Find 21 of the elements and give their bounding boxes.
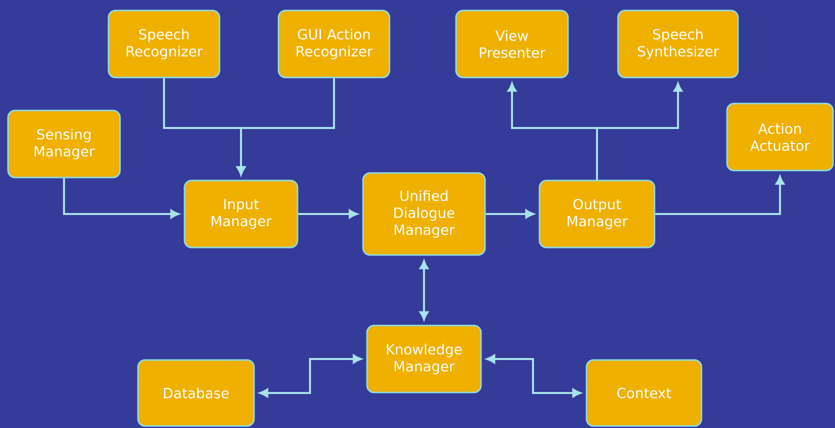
arrow: [486, 354, 582, 398]
arrow: [63, 178, 180, 218]
process-box: Speech Synthesizer: [617, 10, 739, 78]
process-box: View Presenter: [455, 10, 569, 78]
process-box: Unified Dialogue Manager: [362, 172, 486, 256]
arrow: [596, 82, 682, 180]
process-box: Input Manager: [184, 180, 298, 248]
process-box: Knowledge Manager: [366, 324, 482, 394]
process-box: Speech Recognizer: [108, 10, 220, 78]
arrow: [486, 210, 534, 218]
arrow: [259, 354, 362, 398]
process-box: Output Manager: [538, 180, 656, 248]
arrow: [236, 78, 335, 176]
arrow: [298, 210, 358, 218]
process-box: Action Actuator: [726, 102, 834, 172]
process-box: Sensing Manager: [7, 110, 121, 178]
arrow: [655, 176, 784, 215]
process-box: GUI Action Recognizer: [278, 10, 390, 78]
process-box: Database: [137, 359, 255, 427]
process-box: Context: [586, 359, 702, 427]
arrow: [420, 260, 428, 320]
